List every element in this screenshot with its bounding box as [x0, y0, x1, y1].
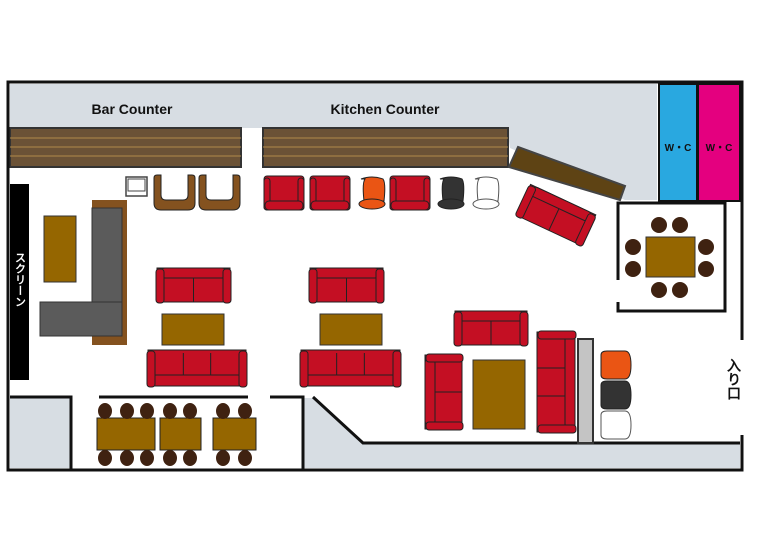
stool-white[interactable]: [600, 410, 632, 440]
coffee-table-1[interactable]: [161, 313, 225, 346]
chair[interactable]: [651, 282, 667, 298]
kitchen-counter-label: Kitchen Counter: [331, 101, 440, 117]
wc-men-label: W・C: [665, 143, 692, 154]
kitchen-counter: [262, 127, 509, 168]
chair[interactable]: [625, 261, 641, 277]
stool-orange[interactable]: [358, 176, 386, 210]
chair[interactable]: [120, 403, 134, 419]
vertical-sofa-right[interactable]: [536, 330, 577, 434]
chair[interactable]: [120, 450, 134, 466]
chair[interactable]: [672, 282, 688, 298]
angled-counter: [507, 145, 627, 202]
chair[interactable]: [163, 450, 177, 466]
chair[interactable]: [183, 450, 197, 466]
angled-sofa[interactable]: [515, 183, 597, 247]
back-service-area: [10, 84, 657, 200]
chair[interactable]: [216, 450, 230, 466]
chair[interactable]: [672, 217, 688, 233]
armchair-red[interactable]: [309, 175, 351, 211]
grey-bench-horizontal[interactable]: [39, 301, 123, 337]
corridor-area: [303, 398, 740, 468]
side-table-left[interactable]: [43, 215, 77, 283]
three-seat-sofa-2[interactable]: [299, 349, 402, 388]
bar-counter: [9, 127, 242, 168]
wc-women-label: W・C: [706, 143, 733, 154]
chair[interactable]: [698, 261, 714, 277]
vertical-sofa-left[interactable]: [424, 353, 464, 431]
chair[interactable]: [698, 239, 714, 255]
bar-counter-label: Bar Counter: [92, 101, 173, 117]
wc-women[interactable]: [697, 83, 741, 202]
grey-bench-vertical[interactable]: [91, 207, 123, 304]
chair[interactable]: [651, 217, 667, 233]
dining-table-2[interactable]: [159, 417, 202, 451]
stool-black[interactable]: [437, 176, 465, 210]
chair[interactable]: [163, 403, 177, 419]
armchair-red[interactable]: [263, 175, 305, 211]
coffee-table-2[interactable]: [319, 313, 383, 346]
armchair-brown[interactable]: [153, 174, 196, 211]
dining-table-3[interactable]: [212, 417, 257, 451]
stool-orange[interactable]: [600, 350, 632, 380]
private-room-wall: [616, 201, 727, 313]
loveseat-2[interactable]: [308, 267, 385, 304]
screen-label: スクリーン: [14, 252, 27, 307]
chair[interactable]: [238, 403, 252, 419]
stool-black[interactable]: [600, 380, 632, 410]
chair[interactable]: [98, 403, 112, 419]
storage-area-bottom-left: [10, 398, 71, 468]
chair[interactable]: [183, 403, 197, 419]
entrance-label: 入り口: [725, 358, 741, 400]
armchair-red[interactable]: [389, 175, 431, 211]
private-room-table[interactable]: [645, 236, 696, 278]
armchair-brown[interactable]: [198, 174, 241, 211]
three-seat-sofa-1[interactable]: [146, 349, 248, 388]
stool-white[interactable]: [472, 176, 500, 210]
chair[interactable]: [140, 450, 154, 466]
dining-table-1[interactable]: [96, 417, 156, 451]
small-white-chair[interactable]: [125, 176, 148, 197]
chair[interactable]: [625, 239, 641, 255]
loveseat-1[interactable]: [155, 267, 232, 304]
chair[interactable]: [140, 403, 154, 419]
chair[interactable]: [216, 403, 230, 419]
chair[interactable]: [238, 450, 252, 466]
grey-partition: [577, 338, 594, 444]
screen: [10, 184, 29, 380]
walls: [6, 80, 744, 472]
lounge-table-right[interactable]: [472, 359, 526, 430]
chair[interactable]: [98, 450, 112, 466]
loveseat-right[interactable]: [453, 310, 529, 347]
